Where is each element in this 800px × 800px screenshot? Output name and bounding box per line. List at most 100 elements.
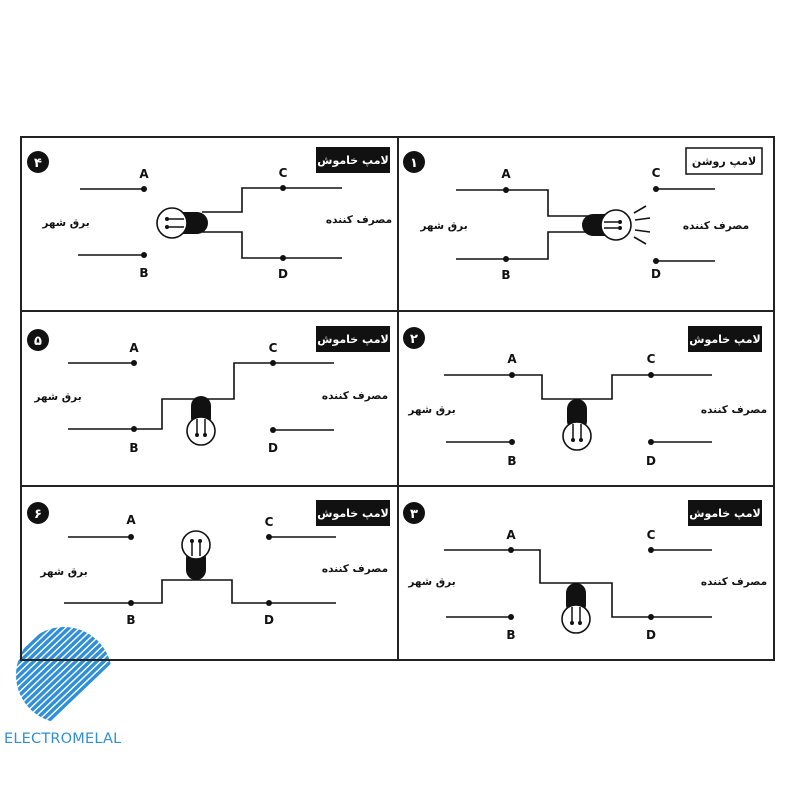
- panel-number-badge: [27, 151, 49, 173]
- logo-stripe: [16, 627, 109, 723]
- terminal-label-c: C: [647, 528, 656, 542]
- terminal-dots: [508, 547, 654, 620]
- status-badge: [316, 500, 390, 526]
- terminal-label-d: D: [646, 628, 656, 642]
- terminal-label-c: C: [279, 166, 288, 180]
- city-power-label: برق شهر: [407, 404, 455, 416]
- panel-1: لامپ روشن ۱ A B C D ب: [403, 147, 763, 282]
- logo-stripe: [16, 627, 60, 723]
- logo-graphic: [0, 625, 112, 730]
- wires: [78, 187, 342, 259]
- terminal-dots: [128, 534, 272, 606]
- logo-stripe: [30, 627, 112, 723]
- brand-logo-text: ELECTROMELAL: [4, 731, 122, 747]
- status-label: لامپ خاموش: [689, 333, 760, 346]
- panel-number-badge: [27, 329, 49, 351]
- logo-stripe: [0, 625, 2, 730]
- city-power-label: برق شهر: [33, 391, 81, 403]
- city-power-label: برق شهر: [41, 217, 89, 229]
- panel-number-badge: [27, 502, 49, 524]
- status-label: لامپ روشن: [692, 155, 756, 168]
- terminal-label-a: A: [129, 341, 139, 355]
- logo-stripe: [16, 627, 67, 723]
- terminal-label-c: C: [265, 515, 274, 529]
- consumer-label: مصرف کننده: [701, 576, 767, 588]
- panel-number: ۲: [410, 332, 418, 347]
- status-badge: [685, 147, 763, 175]
- consumer-label: مصرف کننده: [322, 563, 388, 575]
- grid-frame: [20, 136, 775, 661]
- panel-number: ۴: [34, 156, 42, 171]
- status-badge: [688, 500, 762, 526]
- logo-stripe: [23, 627, 112, 723]
- panel-5: لامپ خاموش ۵ A B C D برق شهر مصرف کننده: [27, 326, 390, 455]
- lamp-off: [561, 583, 591, 634]
- panel-number: ۱: [410, 156, 418, 171]
- terminal-label-d: D: [646, 454, 656, 468]
- panel-number: ۵: [34, 334, 42, 349]
- terminal-dots: [131, 360, 276, 433]
- lamp-on: [582, 205, 651, 245]
- terminal-dots: [509, 372, 654, 445]
- panel-4: لامپ خاموش ۴ A B C D برق شهر مصرف کننده: [27, 147, 392, 281]
- status-label: لامپ خاموش: [689, 507, 760, 520]
- terminal-label-b: B: [129, 441, 138, 455]
- terminal-dots: [503, 186, 659, 264]
- consumer-label: مصرف کننده: [322, 390, 388, 402]
- terminal-label-a: A: [507, 352, 517, 366]
- terminal-label-a: A: [139, 167, 149, 181]
- logo-stripe: [16, 627, 53, 723]
- terminal-label-b: B: [501, 268, 510, 282]
- wires: [64, 536, 336, 604]
- city-power-label: برق شهر: [419, 220, 467, 232]
- consumer-label: مصرف کننده: [683, 220, 749, 232]
- terminal-label-d: D: [651, 267, 661, 281]
- status-badge: [316, 147, 390, 173]
- status-label: لامپ خاموش: [317, 507, 388, 520]
- terminal-label-c: C: [647, 352, 656, 366]
- panel-3: لامپ خاموش ۳ A B C D برق شهر مصرف کننده: [403, 500, 767, 642]
- terminal-label-d: D: [278, 267, 288, 281]
- logo-stripe: [16, 627, 112, 723]
- logo-stripe: [16, 627, 18, 723]
- terminal-label-b: B: [506, 628, 515, 642]
- terminal-label-c: C: [652, 166, 661, 180]
- status-label: لامپ خاموش: [317, 154, 388, 167]
- terminal-label-c: C: [269, 341, 278, 355]
- logo-stripe: [16, 627, 74, 723]
- logo-stripe: [16, 627, 95, 723]
- logo-stripe: [0, 625, 9, 730]
- panel-6: لامپ خاموش ۶ A B C D برق شهر مصرف کننده: [27, 500, 390, 627]
- terminal-label-d: D: [268, 441, 278, 455]
- lamp-off: [181, 530, 211, 580]
- panel-number-badge: [403, 151, 425, 173]
- lamp-off: [562, 399, 592, 451]
- logo-stripe: [16, 627, 102, 723]
- city-power-label: برق شهر: [407, 576, 455, 588]
- lamp-off: [186, 396, 216, 446]
- terminal-label-a: A: [501, 167, 511, 181]
- panel-number: ۳: [410, 507, 418, 522]
- logo-stripe: [16, 627, 25, 723]
- panel-number-badge: [403, 327, 425, 349]
- consumer-label: مصرف کننده: [326, 214, 392, 226]
- terminal-label-a: A: [506, 528, 516, 542]
- logo-stripe: [16, 627, 88, 723]
- panel-2: لامپ خاموش ۲ A B C D برق شهر مصرف کننده: [403, 326, 767, 468]
- panel-number: ۶: [34, 507, 42, 522]
- logo-stripe: [37, 627, 112, 723]
- status-label: لامپ خاموش: [317, 333, 388, 346]
- terminal-label-b: B: [139, 266, 148, 280]
- terminal-label-d: D: [264, 613, 274, 627]
- status-badge: [316, 326, 390, 352]
- status-badge: [688, 326, 762, 352]
- logo-stripe: [16, 627, 81, 723]
- terminal-label-a: A: [126, 513, 136, 527]
- panel-number-badge: [403, 502, 425, 524]
- lamp-off: [156, 207, 208, 239]
- city-power-label: برق شهر: [39, 566, 87, 578]
- wires: [456, 188, 715, 262]
- terminal-label-b: B: [507, 454, 516, 468]
- terminal-label-b: B: [126, 613, 135, 627]
